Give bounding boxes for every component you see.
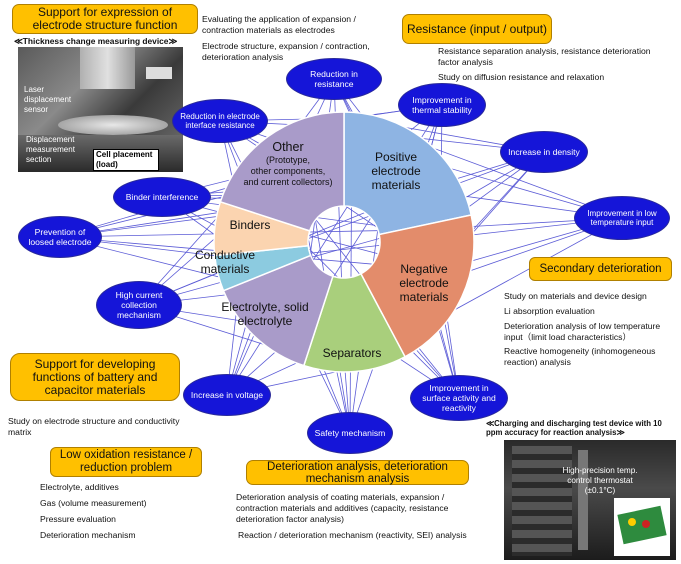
property-thermal-stability: Improvement in thermal stability: [398, 83, 486, 127]
cell-placement-label: Cell placement (load): [93, 149, 159, 171]
thickness-device-caption: ≪Thickness change measuring device≫: [14, 36, 178, 46]
property-voltage: Increase in voltage: [183, 374, 271, 416]
electrode-note-1: Evaluating the application of expansion …: [202, 14, 356, 35]
secondary-note-2: Li absorption evaluation: [504, 306, 595, 316]
secondary-note-1: Study on materials and device design: [504, 291, 647, 301]
low-oxidation-note-2: Gas (volume measurement): [40, 498, 147, 508]
property-binder-interference: Binder interference: [113, 177, 211, 217]
low-oxidation-note-4: Deterioration mechanism: [40, 530, 136, 540]
battery-support-header: Support for developing functions of batt…: [10, 353, 180, 401]
secondary-deterioration-header: Secondary deterioration: [529, 257, 672, 281]
charging-device-photo: High-precision temp. control thermostat …: [504, 440, 676, 560]
segment-negative: [359, 214, 475, 358]
property-current-collection: High current collection mechanism: [96, 281, 182, 329]
deterioration-note-2: Reaction / deterioration mechanism (reac…: [238, 530, 467, 540]
property-loosed-electrode: Prevention of loosed electrode: [18, 216, 102, 258]
electrode-support-header: Support for expression of electrode stru…: [12, 4, 198, 34]
resistance-header: Resistance (input / output): [402, 14, 552, 44]
segment-electrolyte-label: Electrolyte, solid electrolyte: [221, 300, 309, 328]
material-donut: [213, 111, 475, 373]
battery-note: Study on electrode structure and conduct…: [8, 416, 180, 437]
secondary-note-3: Deterioration analysis of low temperatur…: [504, 321, 661, 342]
resistance-note-1: Resistance separation analysis, resistan…: [438, 46, 651, 67]
property-reduction-interface: Reduction in electrode interface resista…: [172, 99, 268, 143]
deterioration-analysis-header: Deterioration analysis, deterioration me…: [246, 460, 469, 485]
displacement-label: Displacement measurement section: [26, 135, 75, 164]
segment-conductive-label: Conductive materials: [194, 248, 256, 276]
segment-separators: [302, 272, 407, 373]
property-surface-activity: Improvement in surface activity and reac…: [410, 375, 508, 421]
other-title: Other: [272, 140, 304, 154]
laser-sensor-label: Laser displacement sensor: [24, 85, 72, 114]
other-detail: (Prototype,other components,and current …: [243, 155, 333, 187]
property-reduction-resistance: Reduction in resistance: [286, 58, 382, 100]
resistance-note-2: Study on diffusion resistance and relaxa…: [438, 72, 605, 82]
low-oxidation-note-1: Electrolyte, additives: [40, 482, 119, 492]
property-low-temp: Improvement in low temperature input: [574, 196, 670, 240]
thickness-device-photo: Laser displacement sensor Displacement m…: [18, 47, 183, 172]
segment-positive: [343, 111, 473, 236]
low-oxidation-header: Low oxidation resistance / reduction pro…: [50, 447, 202, 477]
thermostat-label: High-precision temp. control thermostat …: [562, 466, 638, 495]
segment-positive-label: Positive electrode materials: [371, 150, 421, 192]
segment-other-label: Other (Prototype,other components,and cu…: [238, 140, 338, 188]
electrode-note-2: Electrode structure, expansion / contrac…: [202, 41, 370, 62]
segment-negative-label: Negative electrode materials: [399, 262, 449, 304]
charging-device-caption: ≪Charging and discharging test device wi…: [486, 419, 662, 437]
secondary-note-4: Reactive homogeneity (inhomogeneous reac…: [504, 346, 656, 367]
property-density: Increase in density: [500, 131, 588, 173]
deterioration-note-1: Deterioration analysis of coating materi…: [236, 492, 449, 524]
property-safety: Safety mechanism: [307, 412, 393, 454]
segment-separators-label: Separators: [322, 346, 382, 360]
segment-other: [219, 111, 345, 232]
segment-binders-label: Binders: [229, 218, 271, 232]
low-oxidation-note-3: Pressure evaluation: [40, 514, 116, 524]
segment-electrolyte: [222, 254, 334, 367]
